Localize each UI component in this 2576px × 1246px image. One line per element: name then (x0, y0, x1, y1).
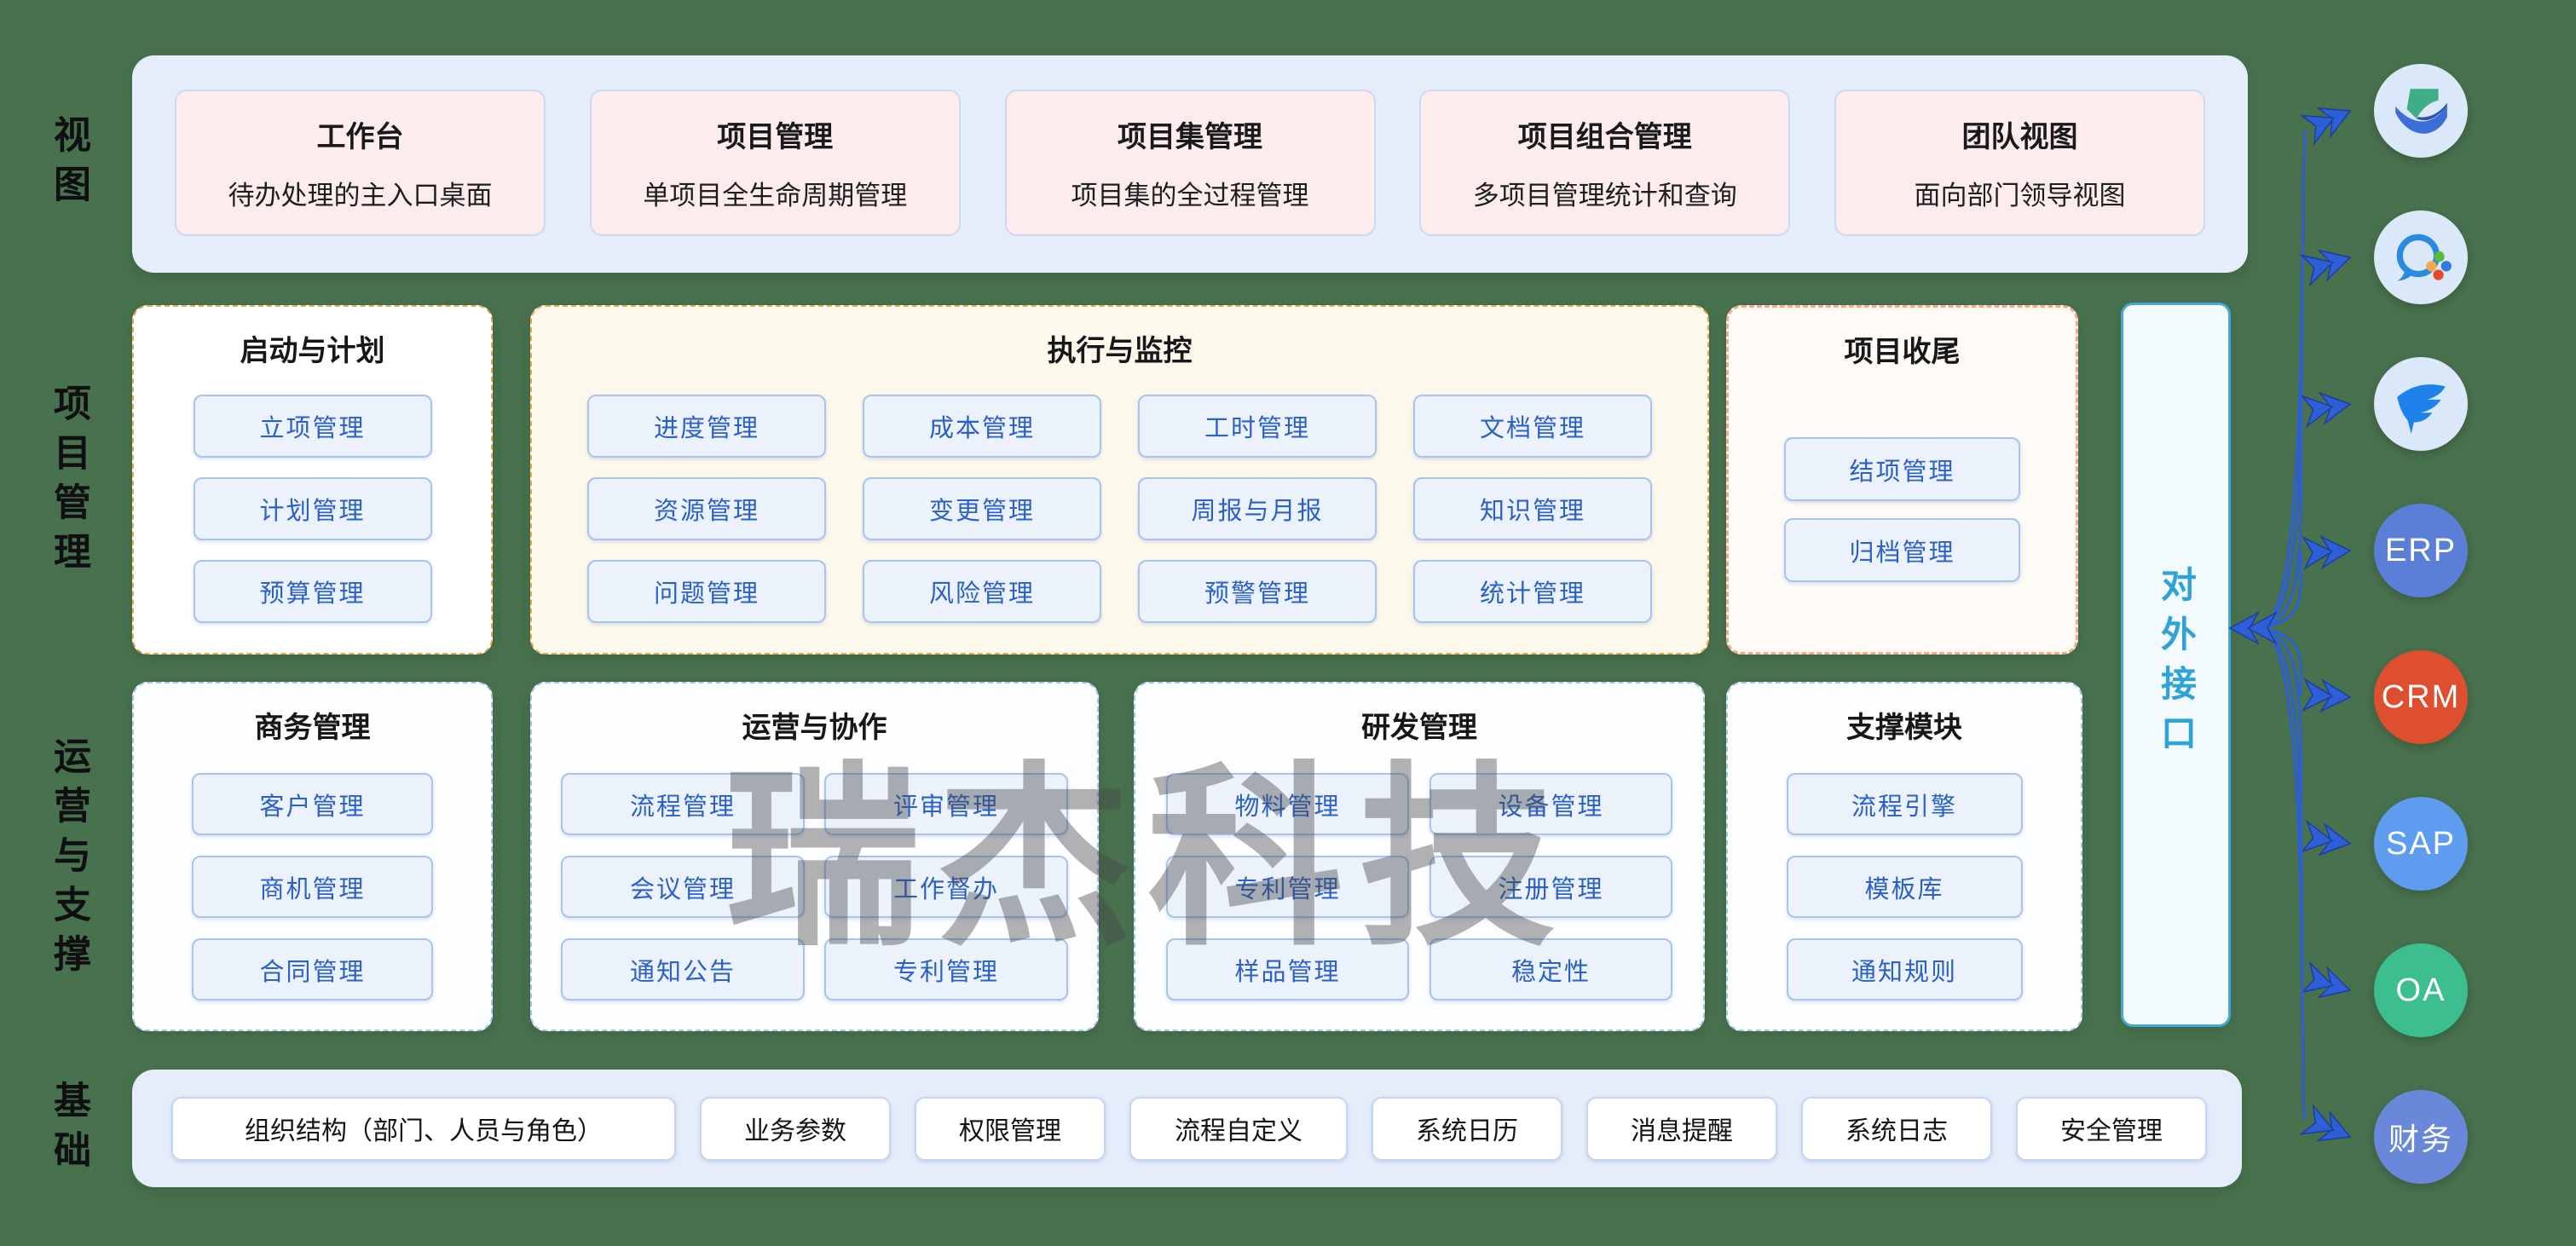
foundation-card[interactable]: 消息提醒 (1586, 1096, 1777, 1161)
integration-label: 财务 (2388, 1122, 2453, 1157)
view-card-title: 项目集管理 (1118, 121, 1262, 153)
module-button[interactable]: 流程引擎 (1786, 773, 2023, 835)
foundation-band: 组织结构（部门、人员与角色） 业务参数 权限管理 流程自定义 系统日历 消息提醒… (132, 1070, 2242, 1187)
module-button[interactable]: 周报与月报 (1138, 477, 1377, 540)
view-card-desc: 单项目全生命周期管理 (643, 181, 908, 211)
module-button[interactable]: 结项管理 (1784, 437, 2020, 501)
module-button[interactable]: 预警管理 (1138, 560, 1377, 623)
row-label-project-management: 项目管理 (48, 384, 90, 581)
view-card-title: 项目组合管理 (1517, 121, 1692, 153)
foundation-card[interactable]: 系统日历 (1372, 1096, 1562, 1161)
module-button[interactable]: 样品管理 (1166, 938, 1409, 1001)
views-band: 工作台 待办处理的主入口桌面 项目管理 单项目全生命周期管理 项目集管理 项目集… (132, 55, 2248, 273)
wecom-icon (2396, 234, 2452, 281)
module-button[interactable]: 归档管理 (1784, 518, 2020, 582)
integration-label: ERP (2384, 532, 2458, 568)
view-card-desc: 多项目管理统计和查询 (1472, 181, 1737, 211)
module-button[interactable]: 客户管理 (192, 773, 433, 835)
section-business-management: 商务管理 客户管理 商机管理 合同管理 (132, 682, 493, 1031)
module-button[interactable]: 注册管理 (1430, 856, 1672, 918)
module-button[interactable]: 通知规则 (1786, 938, 2023, 1001)
module-button[interactable]: 知识管理 (1413, 477, 1652, 540)
module-button[interactable]: 进度管理 (587, 395, 826, 458)
module-button[interactable]: 成本管理 (863, 395, 1101, 458)
view-card-title: 工作台 (316, 121, 404, 153)
view-card-title: 项目管理 (717, 121, 834, 153)
module-button[interactable]: 资源管理 (587, 477, 826, 540)
module-button[interactable]: 专利管理 (1166, 856, 1409, 918)
foundation-card[interactable]: 安全管理 (2016, 1096, 2207, 1161)
foundation-card[interactable]: 权限管理 (915, 1096, 1106, 1161)
feishu-icon (2395, 89, 2447, 134)
module-button[interactable]: 流程管理 (561, 773, 805, 835)
section-title: 执行与监控 (1047, 335, 1193, 367)
section-operations-collaboration: 运营与协作 流程管理 评审管理 会议管理 工作督办 通知公告 专利管理 (530, 682, 1099, 1031)
row-label-operations-support: 运营与支撑 (48, 736, 90, 984)
section-support-modules: 支撑模块 流程引擎 模板库 通知规则 (1726, 682, 2082, 1031)
section-title: 支撑模块 (1846, 712, 1962, 744)
integration-wecom[interactable] (2374, 211, 2468, 304)
view-card-workbench[interactable]: 工作台 待办处理的主入口桌面 (175, 89, 546, 236)
module-button[interactable]: 工作督办 (824, 856, 1068, 918)
module-button[interactable]: 评审管理 (824, 773, 1068, 835)
module-button[interactable]: 变更管理 (863, 477, 1101, 540)
section-title: 研发管理 (1361, 712, 1477, 744)
section-title: 运营与协作 (742, 712, 887, 744)
section-execution-monitoring: 执行与监控 进度管理 成本管理 工时管理 文档管理 资源管理 变更管理 周报与月… (530, 305, 1709, 655)
module-button[interactable]: 通知公告 (561, 938, 805, 1001)
module-button[interactable]: 合同管理 (192, 938, 433, 1001)
external-interface-label: 对外接口 (2156, 566, 2197, 764)
module-button[interactable]: 问题管理 (587, 560, 826, 623)
view-card-desc: 待办处理的主入口桌面 (228, 181, 493, 211)
external-interface-bar: 对外接口 (2121, 303, 2231, 1027)
integration-finance[interactable]: 财务 (2374, 1090, 2468, 1184)
view-card-project[interactable]: 项目管理 单项目全生命周期管理 (589, 89, 961, 236)
view-card-program[interactable]: 项目集管理 项目集的全过程管理 (1004, 89, 1376, 236)
view-card-desc: 项目集的全过程管理 (1071, 181, 1309, 211)
module-button[interactable]: 工时管理 (1138, 395, 1377, 458)
view-card-desc: 面向部门领导视图 (1914, 181, 2126, 211)
section-title: 项目收尾 (1844, 336, 1961, 368)
module-button[interactable]: 模板库 (1786, 856, 2023, 918)
module-button[interactable]: 风险管理 (863, 560, 1101, 623)
module-button[interactable]: 立项管理 (193, 395, 432, 458)
module-button[interactable]: 设备管理 (1430, 773, 1672, 835)
integration-label: OA (2395, 972, 2446, 1008)
integration-label: CRM (2381, 678, 2461, 715)
integration-crm[interactable]: CRM (2374, 650, 2468, 744)
integration-sap[interactable]: SAP (2374, 797, 2468, 891)
module-button[interactable]: 文档管理 (1413, 395, 1652, 458)
module-button[interactable]: 专利管理 (824, 938, 1068, 1001)
module-button[interactable]: 物料管理 (1166, 773, 1409, 835)
row-label-foundation: 基础 (48, 1081, 90, 1180)
module-button[interactable]: 稳定性 (1430, 938, 1672, 1001)
foundation-card[interactable]: 业务参数 (700, 1096, 891, 1161)
integration-label: SAP (2385, 825, 2457, 862)
row-label-views: 视图 (48, 115, 90, 214)
section-initiation-planning: 启动与计划 立项管理 计划管理 预算管理 (132, 305, 493, 655)
section-project-closure: 项目收尾 结项管理 归档管理 (1726, 305, 2078, 655)
integration-feishu[interactable] (2374, 64, 2468, 158)
view-card-team[interactable]: 团队视图 面向部门领导视图 (1834, 89, 2205, 236)
module-button[interactable]: 商机管理 (192, 856, 433, 918)
view-card-portfolio[interactable]: 项目组合管理 多项目管理统计和查询 (1419, 89, 1791, 236)
integration-oa[interactable]: OA (2374, 943, 2468, 1037)
foundation-card[interactable]: 组织结构（部门、人员与角色） (171, 1096, 676, 1161)
foundation-card[interactable]: 系统日志 (1801, 1096, 1992, 1161)
section-rd-management: 研发管理 物料管理 设备管理 专利管理 注册管理 样品管理 稳定性 (1134, 682, 1705, 1031)
section-title: 商务管理 (254, 712, 371, 744)
section-title: 启动与计划 (240, 335, 385, 367)
integration-dingtalk[interactable] (2374, 357, 2468, 451)
foundation-card[interactable]: 流程自定义 (1129, 1096, 1348, 1161)
module-button[interactable]: 会议管理 (561, 856, 805, 918)
module-button[interactable]: 统计管理 (1413, 560, 1652, 623)
integration-erp[interactable]: ERP (2374, 504, 2468, 597)
view-card-title: 团队视图 (1961, 121, 2078, 153)
module-button[interactable]: 计划管理 (193, 477, 432, 540)
dingtalk-icon (2397, 384, 2446, 434)
module-button[interactable]: 预算管理 (193, 560, 432, 623)
